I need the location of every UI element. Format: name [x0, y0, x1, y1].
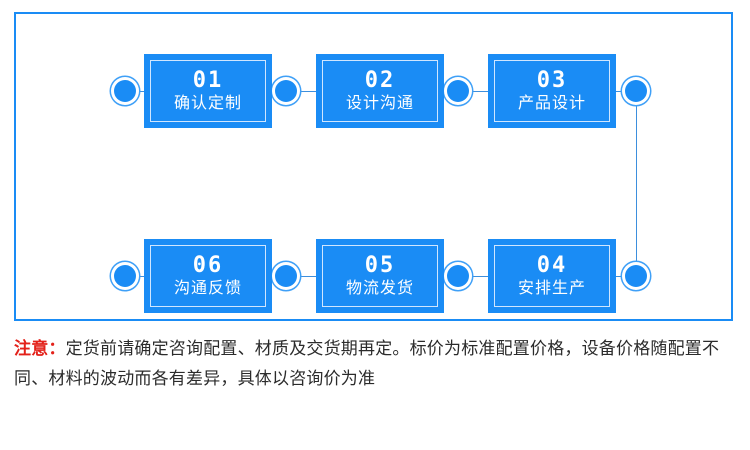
connector-line-node-b-to-step-02 [297, 90, 318, 92]
flow-step-03-inner: 03 产品设计 [494, 60, 610, 122]
connector-dot-icon-a [114, 80, 136, 102]
flow-step-05-label: 物流发货 [345, 279, 414, 297]
flow-step-04[interactable]: 04 安排生产 [488, 239, 616, 313]
connector-line-wrap-vertical [635, 96, 637, 270]
connector-dot-icon-b [275, 80, 297, 102]
flow-step-02-inner: 02 设计沟通 [322, 60, 438, 122]
connector-line-node-c-to-step-03 [469, 90, 490, 92]
flow-step-03[interactable]: 03 产品设计 [488, 54, 616, 128]
flow-step-01-number: 01 [192, 67, 224, 93]
flow-step-05-number: 05 [364, 252, 396, 278]
flow-step-06[interactable]: 06 沟通反馈 [144, 239, 272, 313]
connector-line-node-f-to-step-05 [297, 275, 318, 277]
flow-step-02[interactable]: 02 设计沟通 [316, 54, 444, 128]
connector-line-step-03-to-node-d [616, 90, 627, 92]
footer-note-text: 定货前请确定咨询配置、材质及交货期再定。标价为标准配置价格，设备价格随配置不同、… [14, 339, 720, 388]
connector-line-step-04-to-node-h [616, 275, 627, 277]
connector-dot-icon-e [114, 265, 136, 287]
footer-note: 注意：定货前请确定咨询配置、材质及交货期再定。标价为标准配置价格，设备价格随配置… [14, 334, 736, 394]
flow-step-06-inner: 06 沟通反馈 [150, 245, 266, 307]
flow-step-04-number: 04 [536, 252, 568, 278]
connector-dot-icon-d [625, 80, 647, 102]
flow-step-03-label: 产品设计 [517, 94, 586, 112]
connector-line-node-a-to-step-01 [136, 90, 146, 92]
flow-step-06-label: 沟通反馈 [173, 279, 242, 297]
flow-step-01-label: 确认定制 [173, 94, 242, 112]
flow-step-01[interactable]: 01 确认定制 [144, 54, 272, 128]
flow-step-02-label: 设计沟通 [345, 94, 414, 112]
connector-dot-icon-f [275, 265, 297, 287]
connector-line-node-g-to-step-04 [469, 275, 490, 277]
flow-step-01-inner: 01 确认定制 [150, 60, 266, 122]
flow-step-02-number: 02 [364, 67, 396, 93]
flow-step-04-inner: 04 安排生产 [494, 245, 610, 307]
connector-line-node-e-to-step-06 [136, 275, 146, 277]
flow-step-04-label: 安排生产 [517, 279, 586, 297]
flow-step-05[interactable]: 05 物流发货 [316, 239, 444, 313]
flow-step-06-number: 06 [192, 252, 224, 278]
flow-diagram-frame: 01 确认定制 02 设计沟通 03 产品设计 06 沟通反馈 05 物流发货 … [14, 12, 733, 321]
connector-dot-icon-g [447, 265, 469, 287]
footer-note-label: 注意： [14, 339, 66, 358]
connector-dot-icon-c [447, 80, 469, 102]
flow-step-05-inner: 05 物流发货 [322, 245, 438, 307]
flow-step-03-number: 03 [536, 67, 568, 93]
connector-dot-icon-h [625, 265, 647, 287]
